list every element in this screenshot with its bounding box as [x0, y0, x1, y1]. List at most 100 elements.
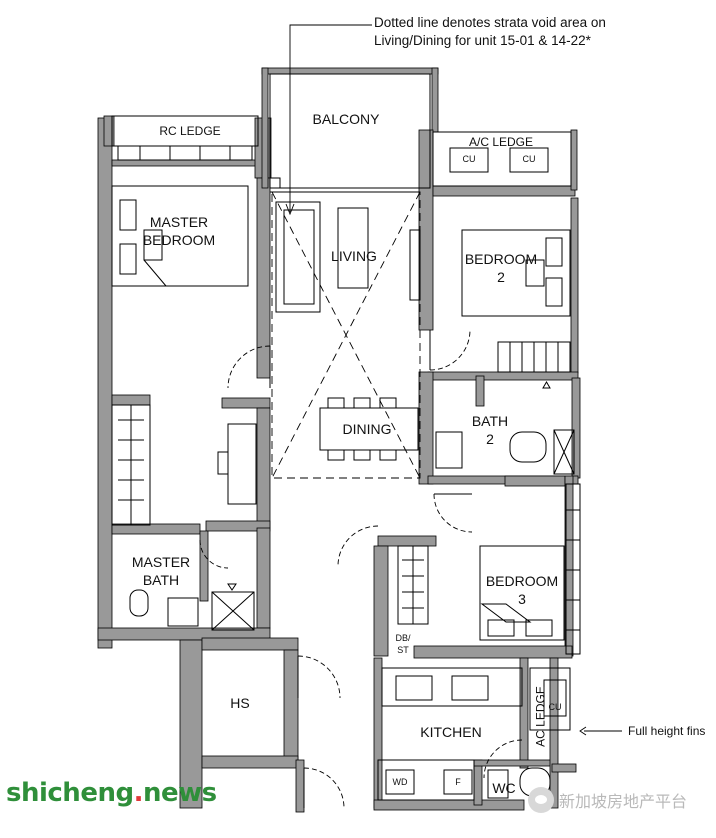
door-hs	[297, 655, 341, 699]
wall-mbath-mid	[199, 530, 209, 602]
dining-label: DINING	[342, 421, 392, 437]
living-label: LIVING	[331, 248, 377, 264]
wall-bed3-top	[504, 475, 566, 487]
bedroom2-label-2: 2	[497, 269, 505, 285]
wc-basin	[487, 769, 509, 799]
wall-bath2-inner	[475, 375, 485, 407]
wechat-logo-icon	[528, 787, 554, 813]
wall-mbath-top	[111, 523, 201, 535]
master-bedroom-label-2: BEDROOM	[142, 232, 216, 248]
fixtures	[111, 73, 581, 801]
bath2-shower	[553, 429, 575, 475]
master-desk	[227, 423, 257, 505]
strata-note-line-2: Living/Dining for unit 15-01 & 14-22*	[374, 33, 591, 48]
wall-bath2-left	[418, 371, 434, 485]
wall-master-wardrobe	[111, 394, 151, 406]
full-height-fins	[565, 483, 581, 655]
wall-left	[97, 117, 113, 649]
wall-master-top	[111, 159, 261, 167]
note-leader	[289, 24, 372, 212]
door-master	[227, 345, 271, 389]
fridge-label: F	[455, 777, 461, 787]
cu-label-2: CU	[522, 154, 536, 164]
wall-hs-top	[201, 637, 299, 651]
bedroom2-label-1: BEDROOM	[464, 251, 538, 267]
wall-balcony-left	[261, 67, 269, 189]
door-master-bath	[199, 539, 229, 569]
wechat-watermark: 新加坡房地产平台	[528, 787, 687, 813]
bath2-toilet	[509, 431, 547, 463]
bath2-label-1: BATH	[471, 413, 509, 429]
kitchen-counter	[381, 667, 523, 707]
hs-label: HS	[230, 695, 250, 711]
wall-bed3-left	[373, 545, 389, 657]
site-watermark: shicheng.news	[6, 778, 217, 808]
master-bedroom-label-1: MASTER	[149, 214, 209, 230]
living-table	[337, 207, 369, 289]
door-bedroom2	[429, 329, 471, 371]
wall-kitchen-right	[519, 657, 529, 769]
db-st-label-2: ST	[397, 645, 409, 655]
wall-bed2-left	[418, 129, 434, 331]
bedroom3-bed	[479, 545, 565, 641]
strata-void	[271, 191, 421, 479]
master-bath-label-2: BATH	[142, 572, 180, 588]
wall-balcony-top	[261, 67, 439, 75]
strata-void-outline	[271, 191, 421, 479]
walls	[97, 67, 581, 813]
site-watermark-dot: .	[133, 778, 144, 808]
wall-wc-left	[473, 759, 483, 806]
leader-lines	[285, 24, 622, 736]
wall-acledge-right	[570, 129, 578, 191]
wall-hs-left	[179, 639, 203, 809]
door-wc	[483, 739, 523, 779]
door-bedroom3	[337, 525, 379, 567]
strata-note-line-1: Dotted line denotes strata void area on	[374, 15, 606, 30]
wall-bed3-top-left	[377, 535, 437, 547]
wd-label: WD	[392, 777, 408, 787]
wall-bed3-bottom	[413, 645, 573, 659]
wc-label: WC	[492, 780, 516, 796]
ac-ledge-top	[432, 131, 572, 187]
door-leaves	[269, 330, 472, 808]
cu-label-1: CU	[462, 154, 476, 164]
master-bed	[111, 185, 249, 287]
wall-master-mid	[221, 397, 271, 409]
balcony-label: BALCONY	[312, 111, 380, 127]
ac-ledge-top-label: A/C LEDGE	[468, 135, 534, 149]
master-window	[117, 145, 253, 161]
wall-left-top	[103, 115, 115, 147]
master-bath-basin	[167, 597, 199, 627]
master-bath-shower	[211, 591, 255, 631]
wall-bed2-right	[570, 197, 579, 374]
bedroom3-label-1: BEDROOM	[485, 573, 559, 589]
living-tv	[409, 229, 421, 301]
kitchen-lower-counter	[377, 759, 475, 801]
wall-entry-left	[295, 759, 305, 813]
living-sofa	[275, 201, 321, 313]
bedroom3-label-2: 3	[518, 591, 526, 607]
master-bath-label-1: MASTER	[131, 554, 191, 570]
ac-ledge-side-label: AC LEDGE	[533, 686, 548, 747]
wall-mbath-top-right	[205, 520, 271, 532]
wall-bed2-bottom	[427, 371, 579, 381]
master-bath-toilet	[129, 589, 149, 617]
balcony-floor	[269, 73, 431, 189]
site-watermark-name: shicheng	[6, 778, 134, 808]
wechat-watermark-text: 新加坡房地产平台	[559, 792, 688, 811]
door-bath2	[433, 493, 473, 533]
door-entry	[303, 767, 345, 809]
site-watermark-tld: news	[142, 778, 217, 808]
bath2-label-2: 2	[486, 431, 494, 447]
ac-ledge-side	[529, 667, 571, 731]
wall-bath2-bottom	[427, 475, 579, 485]
door-swings	[199, 329, 523, 809]
wall-master-right-lower	[256, 407, 271, 529]
full-height-fins-label: Full height fins	[628, 724, 706, 738]
db-st-label-1: DB/	[395, 633, 411, 643]
wall-mbath-right	[256, 527, 271, 629]
wall-wc-right	[551, 763, 577, 773]
wall-hs-bottom	[201, 755, 299, 769]
strata-void-diagonal-2	[271, 191, 421, 479]
